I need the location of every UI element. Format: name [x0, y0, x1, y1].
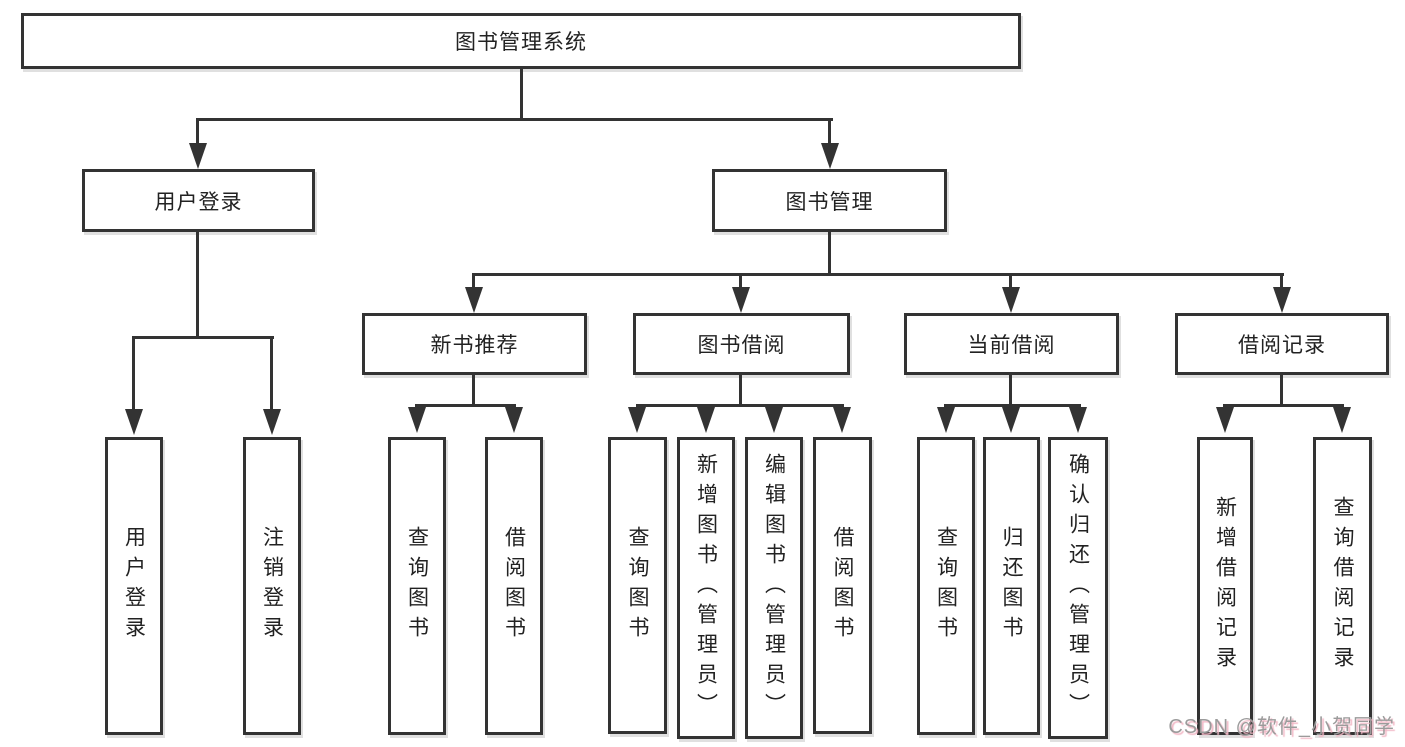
node-book-management-label: 图书管理 [785, 190, 874, 214]
arrow-down-icon [189, 143, 207, 169]
node-current-borrow-label: 当前借阅 [967, 334, 1056, 357]
arrow-down-icon [765, 407, 783, 433]
connector-line [1009, 375, 1012, 407]
node-borrow-records: 借阅记录 [1175, 313, 1389, 375]
leaf-add-borrow-record-label: 新增借阅记录 [1213, 496, 1237, 676]
leaf-query-books-label: 查询图书 [626, 525, 650, 646]
leaf-query-books-current: 查询图书 [917, 437, 975, 735]
leaf-query-books-recommend: 查询图书 [388, 437, 446, 735]
leaf-edit-books-admin: 编辑图书（管理员） [745, 437, 803, 739]
node-user-login: 用户登录 [82, 169, 315, 232]
connector-line [739, 375, 742, 407]
connector-line [472, 273, 475, 291]
leaf-return-books: 归还图书 [983, 437, 1040, 735]
leaf-edit-books-admin-label: 编辑图书（管理员） [762, 453, 786, 723]
leaf-user-login: 用户登录 [105, 437, 163, 735]
leaf-query-books-borrow: 查询图书 [608, 437, 667, 734]
connector-line [1009, 273, 1012, 291]
node-book-borrow: 图书借阅 [633, 313, 850, 375]
connector-line [944, 404, 1081, 407]
connector-line [196, 231, 199, 339]
leaf-add-borrow-record: 新增借阅记录 [1197, 437, 1253, 735]
arrow-down-icon [408, 407, 426, 433]
arrow-down-icon [1069, 407, 1087, 433]
node-root: 图书管理系统 [21, 13, 1021, 69]
arrow-down-icon [697, 407, 715, 433]
node-new-book-recommend: 新书推荐 [362, 313, 587, 375]
arrow-down-icon [1273, 287, 1291, 313]
arrow-down-icon [821, 143, 839, 169]
connector-line [828, 231, 831, 276]
arrow-down-icon [937, 407, 955, 433]
arrow-down-icon [125, 409, 143, 435]
connector-line [472, 273, 1284, 276]
connector-line [636, 404, 844, 407]
leaf-logout: 注销登录 [243, 437, 301, 735]
leaf-borrow-books-label: 借阅图书 [831, 525, 855, 646]
arrow-down-icon [1333, 407, 1351, 433]
connector-line [270, 336, 273, 412]
leaf-query-borrow-record: 查询借阅记录 [1313, 437, 1372, 735]
leaf-borrow-books-recommend: 借阅图书 [485, 437, 543, 735]
node-new-book-recommend-label: 新书推荐 [430, 334, 519, 357]
arrow-down-icon [833, 407, 851, 433]
leaf-query-books-label: 查询图书 [405, 526, 429, 646]
node-book-borrow-label: 图书借阅 [697, 334, 786, 357]
connector-line [132, 336, 274, 339]
node-book-management: 图书管理 [712, 169, 947, 232]
connector-line [196, 118, 199, 148]
connector-line [520, 68, 523, 121]
leaf-borrow-books-label: 借阅图书 [502, 526, 526, 646]
leaf-borrow-books-borrow: 借阅图书 [813, 437, 872, 734]
connector-line [132, 336, 135, 412]
arrow-down-icon [1002, 407, 1020, 433]
leaf-add-books-admin-label: 新增图书（管理员） [694, 453, 718, 723]
connector-line [472, 375, 475, 407]
csdn-watermark: CSDN @软件_小贺同学 [1168, 716, 1395, 738]
leaf-add-books-admin: 新增图书（管理员） [677, 437, 735, 739]
arrow-down-icon [628, 407, 646, 433]
arrow-down-icon [505, 407, 523, 433]
arrow-down-icon [1216, 407, 1234, 433]
arrow-down-icon [465, 287, 483, 313]
connector-line [196, 118, 833, 121]
node-current-borrow: 当前借阅 [904, 313, 1119, 375]
connector-line [415, 404, 516, 407]
leaf-confirm-return-admin: 确认归还（管理员） [1048, 437, 1108, 739]
node-root-label: 图书管理系统 [455, 31, 587, 54]
leaf-user-login-label: 用户登录 [122, 526, 146, 646]
leaf-query-borrow-record-label: 查询借阅记录 [1331, 496, 1355, 676]
leaf-confirm-return-admin-label: 确认归还（管理员） [1066, 453, 1090, 723]
arrow-down-icon [1002, 287, 1020, 313]
leaf-logout-label: 注销登录 [260, 526, 284, 646]
connector-line [739, 273, 742, 291]
connector-line [1280, 273, 1283, 291]
leaf-query-books-label: 查询图书 [934, 526, 958, 646]
node-user-login-label: 用户登录 [154, 190, 243, 214]
connector-line [828, 118, 831, 148]
arrow-down-icon [732, 287, 750, 313]
arrow-down-icon [263, 409, 281, 435]
connector-line [1280, 375, 1283, 407]
connector-line [1223, 404, 1344, 407]
leaf-return-books-label: 归还图书 [1000, 526, 1024, 646]
node-borrow-records-label: 借阅记录 [1238, 334, 1326, 357]
